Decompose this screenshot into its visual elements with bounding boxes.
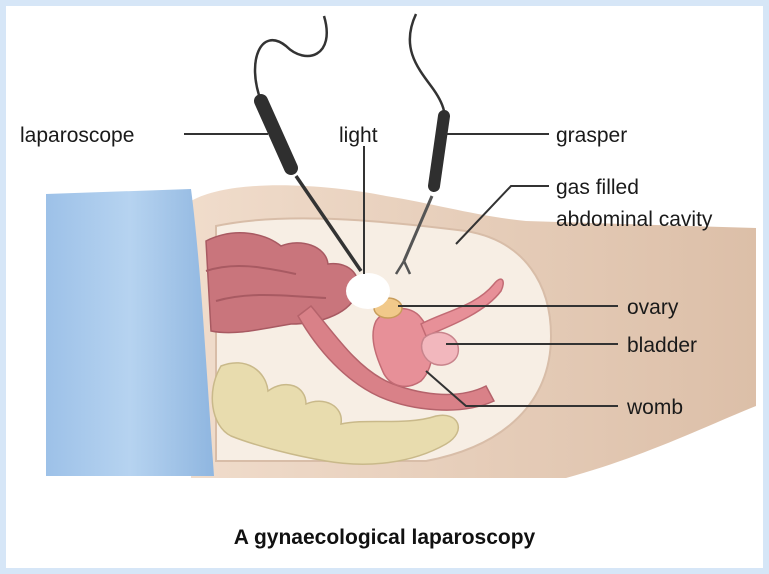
label-laparoscope: laparoscope (20, 124, 134, 147)
light-glow (346, 273, 390, 309)
laparoscope-cable (255, 16, 327, 166)
label-light: light (339, 124, 378, 147)
label-womb: womb (626, 396, 683, 419)
label-abdominal-cavity: abdominal cavity (556, 208, 713, 231)
surgical-drape (46, 189, 214, 476)
label-grasper: grasper (556, 124, 627, 147)
label-bladder: bladder (627, 334, 697, 357)
figure-frame: laparoscope light grasper gas filled abd… (6, 6, 763, 568)
figure-caption: A gynaecological laparoscopy (6, 526, 763, 550)
label-ovary: ovary (627, 296, 679, 319)
label-gas-filled: gas filled (556, 176, 639, 199)
grasper-handle (434, 116, 444, 186)
laparoscopy-illustration: laparoscope light grasper gas filled abd… (6, 6, 763, 516)
bladder (422, 332, 459, 365)
